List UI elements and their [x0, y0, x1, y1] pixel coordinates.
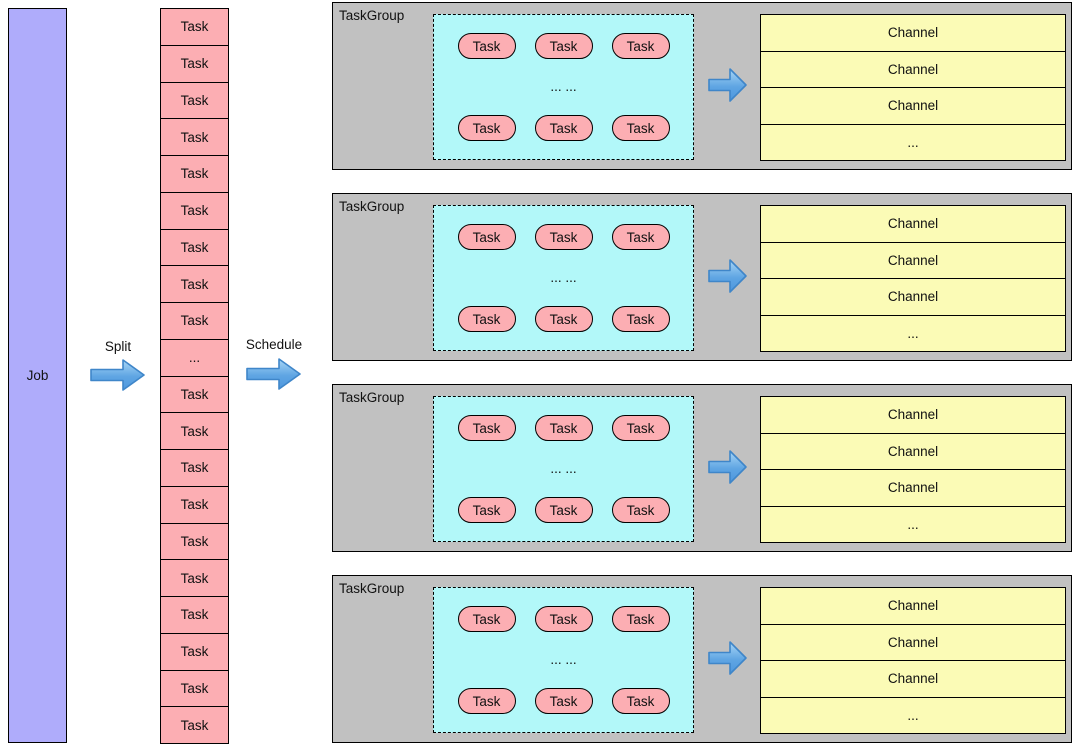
task-pill-row: Task Task Task — [434, 306, 693, 332]
task-pill-row: Task Task Task — [434, 115, 693, 141]
channel-row-ellipsis: ... — [907, 134, 919, 150]
task-pill: Task — [611, 115, 670, 141]
ellipsis-text: ... ... — [550, 270, 577, 285]
ellipsis-text: ... ... — [550, 461, 577, 476]
task-pill: Task — [457, 115, 516, 141]
task-cell: Task — [161, 523, 228, 561]
task-cell: Task — [161, 303, 228, 340]
channel-table: Channel Channel Channel ... — [760, 205, 1066, 352]
channel-row: Channel — [761, 661, 1065, 698]
task-pill: Task — [534, 306, 593, 332]
task-pill: Task — [611, 224, 670, 250]
taskgroup-label: TaskGroup — [339, 581, 405, 596]
task-cell: Task — [161, 560, 228, 597]
task-cell: Task — [161, 450, 228, 487]
task-cell: Task — [161, 192, 228, 230]
task-cell: Task — [161, 486, 228, 524]
task-pill-row: Task Task Task — [434, 33, 693, 59]
channel-row: Channel — [761, 588, 1065, 625]
task-pill: Task — [611, 688, 670, 714]
task-pill-row: Task Task Task — [434, 497, 693, 523]
task-pool: Task Task Task ... ... Task Task Task — [433, 14, 694, 160]
split-label: Split — [104, 339, 132, 354]
task-cell: Task — [161, 266, 228, 303]
task-pill: Task — [611, 306, 670, 332]
channel-table: Channel Channel Channel ... — [760, 587, 1066, 734]
task-pool: Task Task Task ... ... Task Task Task — [433, 587, 694, 733]
task-pill: Task — [457, 415, 516, 441]
channel-row: Channel — [761, 625, 1065, 661]
task-pool: Task Task Task ... ... Task Task Task — [433, 205, 694, 351]
task-cell: Task — [161, 413, 228, 450]
right-arrow-icon — [708, 259, 747, 293]
job-label: Job — [26, 368, 49, 383]
task-cell-ellipsis: ... — [161, 339, 228, 377]
task-pill: Task — [534, 33, 593, 59]
task-pill-row: Task Task Task — [434, 606, 693, 632]
task-pill: Task — [611, 33, 670, 59]
schedule-label: Schedule — [245, 337, 303, 352]
task-pill: Task — [611, 415, 670, 441]
channel-row-ellipsis: ... — [907, 707, 919, 723]
task-pill: Task — [534, 415, 593, 441]
channel-row: Channel — [761, 15, 1065, 52]
task-cell: Task — [161, 707, 228, 743]
task-cell: Task — [161, 670, 228, 708]
taskgroup-box-1: TaskGroup Task Task Task ... ... Task Ta… — [332, 2, 1072, 170]
split-arrow-icon — [90, 359, 145, 391]
task-cell: Task — [161, 597, 228, 634]
task-pill: Task — [457, 306, 516, 332]
task-pill: Task — [534, 497, 593, 523]
channel-row: Channel — [761, 52, 1065, 88]
task-pill: Task — [534, 115, 593, 141]
taskgroup-box-2: TaskGroup Task Task Task ... ... Task Ta… — [332, 193, 1072, 361]
channel-row-ellipsis: ... — [907, 516, 919, 532]
task-pill: Task — [611, 606, 670, 632]
task-pill: Task — [534, 606, 593, 632]
task-pill-row: Task Task Task — [434, 688, 693, 714]
task-pill: Task — [457, 33, 516, 59]
task-cell: Task — [161, 376, 228, 414]
right-arrow-icon — [708, 68, 747, 102]
channel-row: Channel — [761, 434, 1065, 470]
schedule-arrow-icon — [246, 358, 301, 390]
task-cell: Task — [161, 633, 228, 671]
channel-row: Channel — [761, 243, 1065, 279]
task-pill: Task — [457, 606, 516, 632]
task-pill-row: Task Task Task — [434, 415, 693, 441]
channel-table: Channel Channel Channel ... — [760, 396, 1066, 543]
taskgroup-box-4: TaskGroup Task Task Task ... ... Task Ta… — [332, 575, 1072, 743]
taskgroup-label: TaskGroup — [339, 390, 405, 405]
task-pill: Task — [534, 688, 593, 714]
task-cell: Task — [161, 119, 228, 156]
task-cell: Task — [161, 156, 228, 193]
task-cell: Task — [161, 229, 228, 267]
taskgroup-box-3: TaskGroup Task Task Task ... ... Task Ta… — [332, 384, 1072, 552]
channel-table: Channel Channel Channel ... — [760, 14, 1066, 161]
job-box: Job — [8, 8, 67, 743]
task-cell: Task — [161, 45, 228, 83]
channel-row-ellipsis: ... — [907, 325, 919, 341]
channel-row: Channel — [761, 88, 1065, 125]
task-pool: Task Task Task ... ... Task Task Task — [433, 396, 694, 542]
task-pill-row: Task Task Task — [434, 224, 693, 250]
taskgroup-label: TaskGroup — [339, 199, 405, 214]
right-arrow-icon — [708, 641, 747, 675]
channel-row: Channel — [761, 397, 1065, 434]
task-pill: Task — [534, 224, 593, 250]
task-pill: Task — [611, 497, 670, 523]
ellipsis-text: ... ... — [550, 79, 577, 94]
ellipsis-text: ... ... — [550, 652, 577, 667]
task-cell: Task — [161, 82, 228, 120]
channel-row: Channel — [761, 206, 1065, 243]
task-pill: Task — [457, 688, 516, 714]
task-column: Task Task Task Task Task Task Task Task … — [160, 8, 229, 744]
channel-row: Channel — [761, 470, 1065, 507]
channel-row: Channel — [761, 279, 1065, 316]
task-pill: Task — [457, 497, 516, 523]
task-cell: Task — [161, 9, 228, 46]
right-arrow-icon — [708, 450, 747, 484]
taskgroup-label: TaskGroup — [339, 8, 405, 23]
task-pill: Task — [457, 224, 516, 250]
